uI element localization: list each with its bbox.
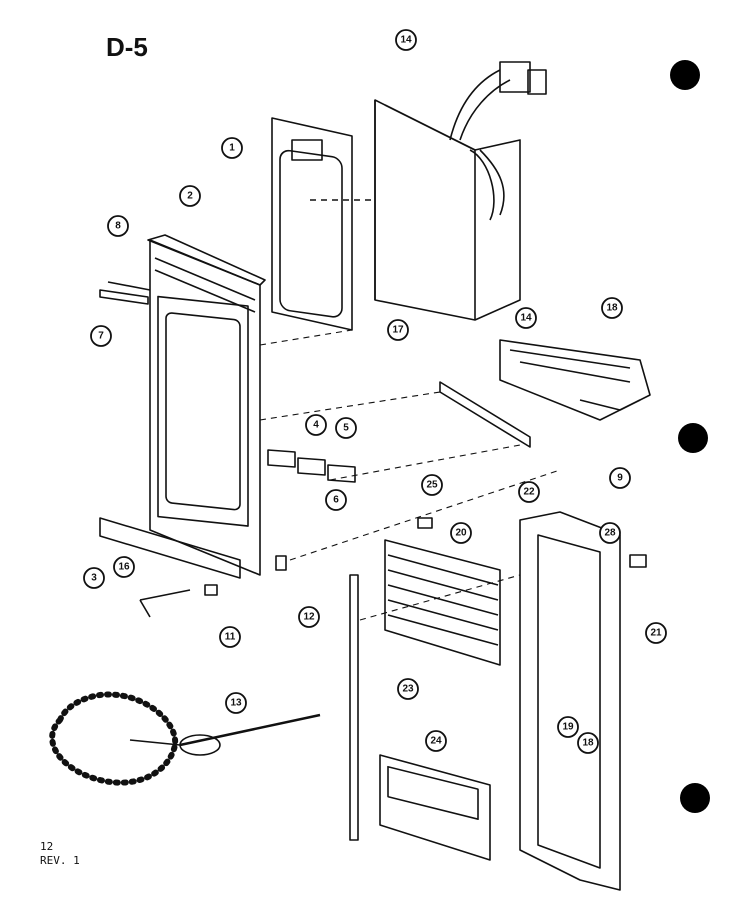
callout-circle [219,626,241,648]
callout-circle [387,319,409,341]
callout-label: 3 [91,573,97,584]
callout-label: 14 [520,313,532,324]
callout-label: 28 [604,528,616,539]
callout-circle [518,481,540,503]
callout-label: 13 [230,698,242,709]
callout-label: 23 [402,684,414,695]
bottom-trim-part [99,517,241,579]
callout-circle [298,606,320,628]
callout-label: 5 [343,423,349,434]
small-fastener-parts [204,517,647,596]
callout-circle [557,716,579,738]
callout-circle [179,185,201,207]
binder-hole-icon [680,783,710,813]
bracket-part [499,339,651,421]
callout-circle [577,732,599,754]
callout-label: 22 [523,487,535,498]
diagram-title: D-5 [106,32,148,62]
callout-circle [609,467,631,489]
callout-label: 17 [392,325,404,336]
callout-circle [599,522,621,544]
callout-label: 2 [187,191,193,202]
wrench-part [139,589,191,618]
callouts [83,29,667,754]
callout-circle [425,730,447,752]
callout-label: 6 [333,495,339,506]
callout-circle [335,417,357,439]
page-number: 12 [40,840,54,853]
block-parts [267,449,356,483]
callout-label: 7 [98,331,104,342]
grill-part [384,539,501,666]
binder-hole-icon [670,60,700,90]
callout-label: 1 [229,143,235,154]
callout-label: 18 [582,738,594,749]
callout-label: 21 [650,628,662,639]
callout-label: 25 [426,480,438,491]
callout-label: 14 [400,35,412,46]
rod-part [349,574,359,841]
callout-circle [221,137,243,159]
callout-label: 4 [313,420,319,431]
page-footer: 12 REV. 1 [40,840,80,868]
callout-circle [601,297,623,319]
trim-strip-part [99,281,151,305]
tray-part [379,754,491,861]
callout-circle [395,29,417,51]
callout-circle [421,474,443,496]
callout-label: 18 [606,303,618,314]
callout-circle [325,489,347,511]
callout-circle [450,522,472,544]
door-frame-part [147,234,266,576]
callout-circle [225,692,247,714]
outer-frame-part [519,511,621,891]
callout-circle [305,414,327,436]
gasket-panel-part [271,117,353,331]
callout-circle [515,307,537,329]
callout-label: 12 [303,612,315,623]
rail-part [439,381,531,448]
callout-circle [645,622,667,644]
callout-label: 9 [617,473,623,484]
callout-label: 19 [562,722,574,733]
callout-label: 11 [225,632,236,643]
probe-part [49,691,321,786]
revision-label: REV. 1 [40,854,80,867]
callout-circle [90,325,112,347]
callout-label: 16 [118,562,130,573]
callout-label: 20 [455,528,467,539]
callout-circle [113,556,135,578]
callout-circle [107,215,129,237]
control-housing-part [310,61,547,321]
callout-label: 24 [430,736,442,747]
callout-circle [83,567,105,589]
callout-label: 8 [115,221,121,232]
callout-circle [397,678,419,700]
binder-hole-icon [678,423,708,453]
